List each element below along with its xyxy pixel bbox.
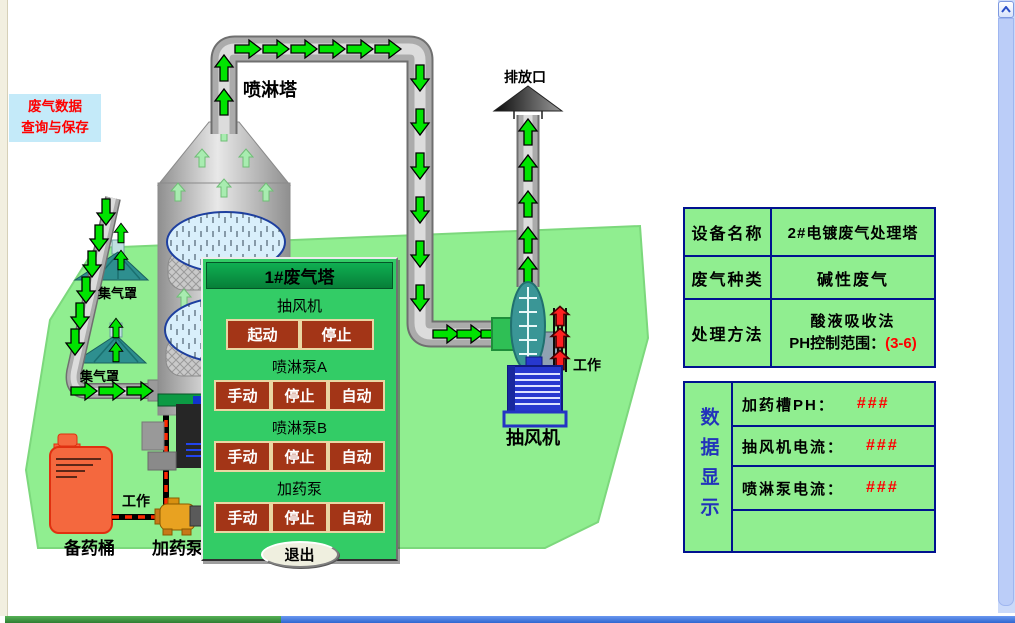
fan-start-button[interactable]: 起动 xyxy=(225,319,300,350)
taskbar-edge[interactable] xyxy=(281,616,1015,623)
dosing-tank-ph-value: ### xyxy=(856,395,890,412)
spray-pump-a-stop-button[interactable]: 停止 xyxy=(271,380,328,411)
spray-pump-b-stop-button[interactable]: 停止 xyxy=(271,441,328,472)
hood1-label: 集气罩 xyxy=(98,286,138,301)
gas-type-label: 废气种类 xyxy=(685,257,772,300)
dosing-pump-section-label: 加药泵 xyxy=(276,481,322,498)
fan-section-label: 抽风机 xyxy=(276,298,322,315)
treatment-line1: 酸液吸收法 xyxy=(810,313,896,331)
device-name-value: 2#电镀废气处理塔 xyxy=(772,209,934,257)
treatment-method-label: 处理方法 xyxy=(685,300,772,366)
dosing-tank-ph-label: 加药槽PH： xyxy=(742,396,835,414)
tower1-control-panel: 1#废气塔 抽风机 起动 停止 喷淋泵A 手动 停止 自动 喷淋泵B 手动 停止… xyxy=(201,257,398,568)
chemical-tank xyxy=(49,433,113,534)
equipment-info-table: 设备名称 2#电镀废气处理塔 废气种类 碱性废气 处理方法 酸液吸收法 PH控制… xyxy=(683,207,936,368)
fan-current-label: 抽风机电流： xyxy=(742,438,845,456)
spray-pump-a-auto-button[interactable]: 自动 xyxy=(328,380,385,411)
chevron-up-icon xyxy=(1001,6,1011,13)
data-display-title-cell: 数据显示 xyxy=(685,383,733,551)
hood2-label: 集气罩 xyxy=(80,369,120,384)
exhaust-stack xyxy=(492,85,564,287)
taskbar-start-edge[interactable] xyxy=(5,616,281,623)
ph-range-value: (3-6) xyxy=(885,335,917,352)
exit-button[interactable]: 退出 xyxy=(260,541,339,568)
data-display-rows: 加药槽PH： ### 抽风机电流： ### 喷淋泵电流： ### xyxy=(733,383,934,551)
scrollbar-up-button[interactable] xyxy=(998,1,1014,18)
spray-pump-a-manual-button[interactable]: 手动 xyxy=(214,380,271,411)
fan-stop-button[interactable]: 停止 xyxy=(299,319,374,350)
table-row: 喷淋泵电流： ### xyxy=(733,467,934,511)
dosing-pump-stop-button[interactable]: 停止 xyxy=(271,502,328,533)
dosing-pump-label: 加药泵 xyxy=(152,539,203,558)
data-display-title: 数据显示 xyxy=(697,407,719,527)
spray-pump-b-label: 喷淋泵B xyxy=(271,420,327,437)
spray-tower-label: 喷淋塔 xyxy=(243,80,297,100)
table-row: 加药槽PH： ### xyxy=(733,383,934,427)
dosing-pump-manual-button[interactable]: 手动 xyxy=(214,502,271,533)
exhaust-fan[interactable] xyxy=(491,281,570,428)
table-row-empty xyxy=(733,511,934,551)
dosing-pump-row: 手动 停止 自动 xyxy=(214,502,385,533)
table-row: 抽风机电流： ### xyxy=(733,427,934,467)
fan-working-label: 工作 xyxy=(573,357,601,373)
fan-current-value: ### xyxy=(866,437,899,454)
spray-pump-a-label: 喷淋泵A xyxy=(271,359,327,376)
main-duct xyxy=(210,35,497,348)
spray-pump-a-row: 手动 停止 自动 xyxy=(214,380,385,411)
info-button-line1: 废气数据 xyxy=(28,99,82,115)
gas-type-value: 碱性废气 xyxy=(772,257,934,300)
device-name-label: 设备名称 xyxy=(685,209,772,257)
spray-pump-b-row: 手动 停止 自动 xyxy=(214,441,385,472)
fan-label: 抽风机 xyxy=(506,428,560,448)
dosing-pump-auto-button[interactable]: 自动 xyxy=(328,502,385,533)
tank-label: 备药桶 xyxy=(64,539,115,558)
spray-pump-b-manual-button[interactable]: 手动 xyxy=(214,441,271,472)
spray-pump-current-value: ### xyxy=(866,479,899,496)
scrollbar-thumb[interactable] xyxy=(998,18,1014,606)
fan-button-row: 起动 停止 xyxy=(225,319,374,350)
dosing-pump[interactable] xyxy=(154,497,204,536)
pump-working-label: 工作 xyxy=(122,493,150,509)
outlet-label: 排放口 xyxy=(504,69,546,85)
info-button-line2: 查询与保存 xyxy=(21,120,89,135)
ph-range-prefix: PH控制范围： xyxy=(789,335,886,352)
window-left-border xyxy=(0,0,8,616)
waste-gas-data-query-button[interactable]: 废气数据 查询与保存 xyxy=(9,94,101,142)
treatment-method-value: 酸液吸收法 PH控制范围：(3-6) xyxy=(772,300,934,366)
data-display-table: 数据显示 加药槽PH： ### 抽风机电流： ### 喷淋泵电流： ### xyxy=(683,381,936,553)
spray-pump-b-auto-button[interactable]: 自动 xyxy=(328,441,385,472)
panel-title: 1#废气塔 xyxy=(206,262,393,289)
spray-pump-current-label: 喷淋泵电流： xyxy=(742,480,845,498)
treatment-line2: PH控制范围：(3-6) xyxy=(789,333,917,355)
